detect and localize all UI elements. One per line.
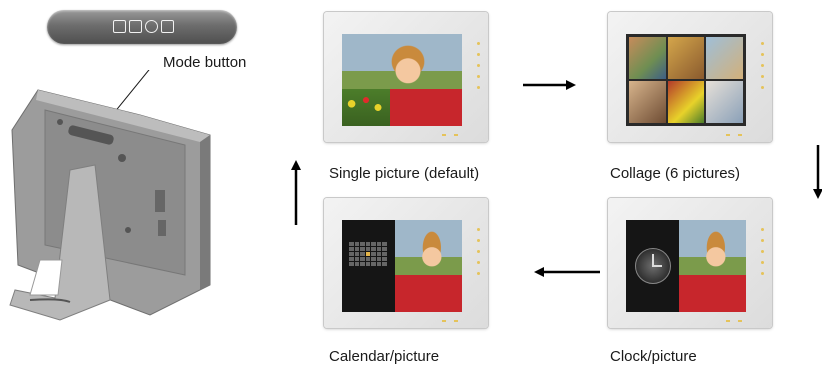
calendar-grid bbox=[349, 242, 387, 266]
picture-icon bbox=[113, 20, 126, 33]
mode-icons bbox=[113, 20, 174, 33]
label-calendar: Calendar/picture bbox=[329, 348, 440, 365]
clock-icon bbox=[145, 20, 158, 33]
photo bbox=[678, 220, 746, 312]
led-row bbox=[726, 320, 742, 322]
led-column bbox=[761, 42, 764, 89]
frame-clock-picture bbox=[608, 198, 772, 328]
led-column bbox=[477, 228, 480, 275]
calendar-panel bbox=[342, 220, 395, 312]
mode-button[interactable] bbox=[47, 10, 237, 44]
frame-back-illustration bbox=[0, 70, 280, 330]
frame-calendar-picture bbox=[324, 198, 488, 328]
led-column bbox=[761, 228, 764, 275]
frame-collage bbox=[608, 12, 772, 142]
collage-icon bbox=[129, 20, 142, 33]
photo bbox=[394, 220, 462, 312]
photo-flowers bbox=[342, 89, 390, 126]
calendar-icon bbox=[161, 20, 174, 33]
label-clock: Clock/picture bbox=[610, 348, 697, 365]
led-row bbox=[442, 320, 458, 322]
mode-button-label: Mode button bbox=[163, 54, 247, 71]
led-column bbox=[477, 42, 480, 89]
analog-clock-icon bbox=[635, 248, 671, 284]
label-single: Single picture (default) bbox=[329, 165, 480, 182]
led-row bbox=[442, 134, 458, 136]
frame-single-picture bbox=[324, 12, 488, 142]
clock-panel bbox=[626, 220, 679, 312]
screen bbox=[342, 34, 462, 126]
collage-grid bbox=[629, 37, 743, 123]
screen bbox=[626, 220, 746, 312]
label-collage: Collage (6 pictures) bbox=[610, 165, 741, 182]
led-row bbox=[726, 134, 742, 136]
screen bbox=[342, 220, 462, 312]
screen bbox=[626, 34, 746, 126]
